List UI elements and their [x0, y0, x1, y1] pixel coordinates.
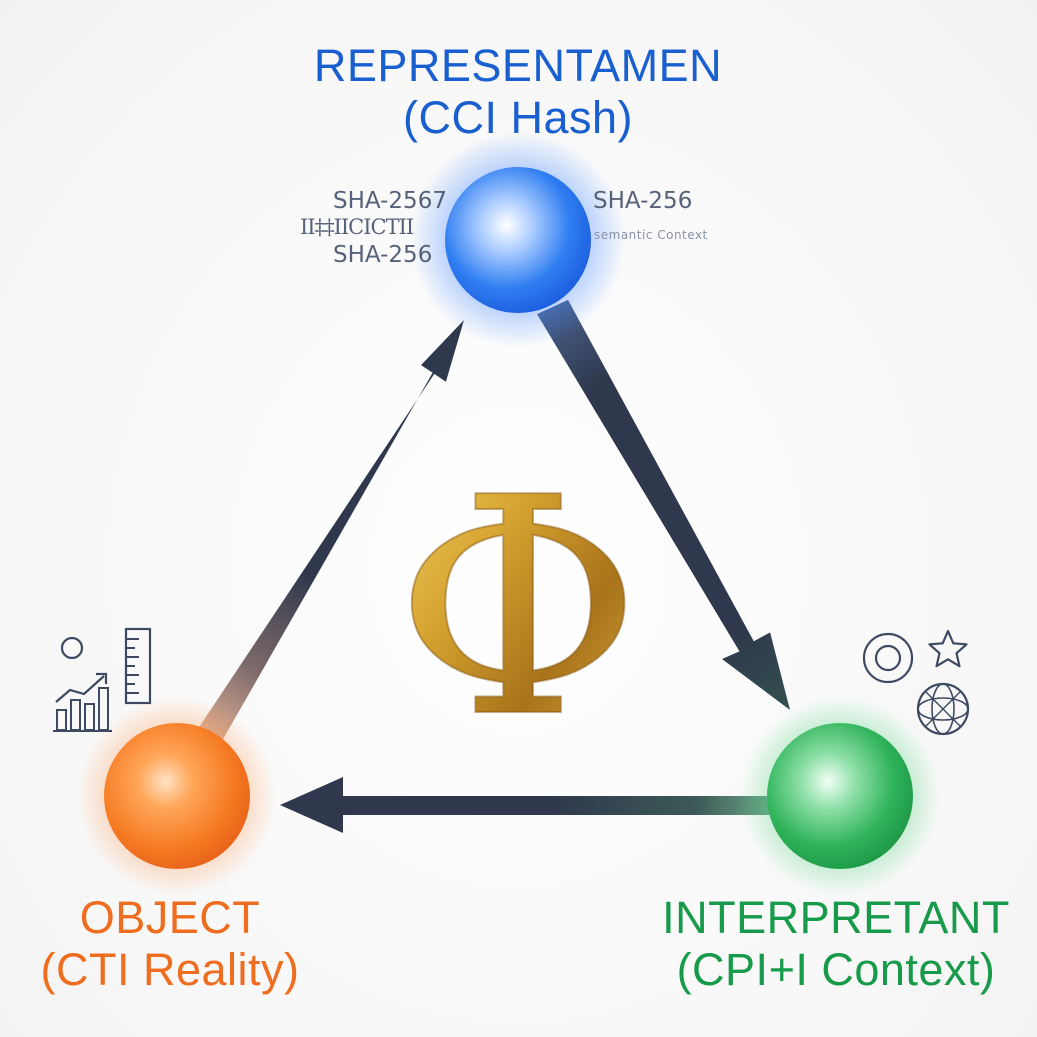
circle-icon [60, 636, 84, 660]
object-title: OBJECT [79, 892, 261, 943]
hash-label-3: SHA-256 [333, 242, 433, 268]
star-icon [928, 629, 968, 668]
arrow-object-to-representamen [193, 320, 464, 751]
target-icon [862, 632, 914, 684]
representamen-subtitle: (CCI Hash) [402, 92, 634, 143]
representamen-node[interactable] [445, 167, 591, 313]
hash-label-2: II‡‡IICICTII [300, 215, 414, 239]
object-subtitle: (CTI Reality) [40, 944, 300, 995]
representamen-title: REPRESENTAMEN [313, 40, 723, 91]
object-node[interactable] [104, 723, 250, 869]
interpretant-subtitle: (CPI+I Context) [676, 944, 996, 995]
phi-symbol: Φ [395, 434, 641, 783]
interpretant-label: INTERPRETANT (CPI+I Context) [636, 892, 1036, 996]
arrow-representamen-to-interpretant [537, 299, 790, 710]
object-label: OBJECT (CTI Reality) [0, 892, 340, 996]
globe-icon [916, 682, 970, 736]
ruler-icon [124, 627, 152, 705]
hash-label-4: SHA-256 [593, 188, 693, 214]
growth-chart-icon [53, 672, 112, 732]
semantic-context-label: semantic Context [594, 228, 708, 242]
interpretant-title: INTERPRETANT [662, 892, 1010, 943]
hash-label-1: SHA-2567 [333, 188, 447, 214]
interpretant-node[interactable] [767, 723, 913, 869]
representamen-label: REPRESENTAMEN (CCI Hash) [218, 40, 818, 144]
arrow-interpretant-to-object [280, 777, 770, 833]
